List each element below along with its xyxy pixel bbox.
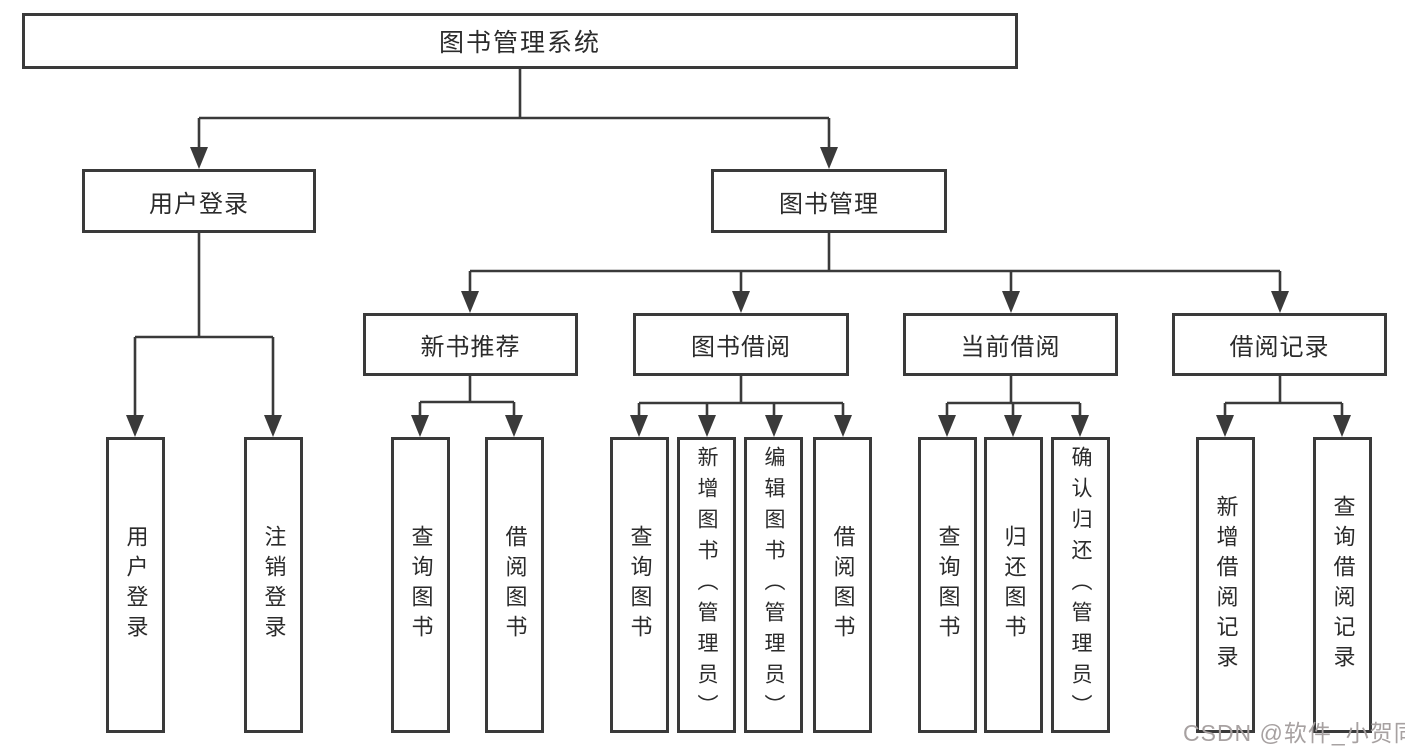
leaf-return-book: 归还图书 (984, 437, 1043, 733)
leaf-logout: 注销登录 (244, 437, 303, 733)
leaf-query-books-borrow: 查询图书 (610, 437, 669, 733)
leaf-borrow-books-borrow-label: 借阅图书 (830, 525, 856, 645)
arrowheads (126, 147, 1351, 437)
node-borrow-records: 借阅记录 (1172, 313, 1387, 376)
leaf-add-borrow-record-label: 新增借阅记录 (1213, 495, 1239, 675)
watermark: CSDN @软件_小贺同学 (1183, 720, 1405, 746)
leaf-borrow-books-borrow: 借阅图书 (813, 437, 872, 733)
leaf-user-login: 用户登录 (106, 437, 165, 733)
leaf-query-borrow-record-label: 查询借阅记录 (1330, 495, 1356, 675)
leaf-query-books-borrow-label: 查询图书 (627, 525, 653, 645)
leaf-edit-book-admin: 编辑图书（管理员） (744, 437, 803, 733)
node-current-borrow-label: 当前借阅 (960, 334, 1061, 361)
node-book-management: 图书管理 (711, 169, 947, 233)
leaf-add-borrow-record: 新增借阅记录 (1196, 437, 1255, 733)
node-book-borrow-label: 图书借阅 (691, 334, 791, 361)
node-new-book-recommend: 新书推荐 (363, 313, 578, 376)
leaf-borrow-books-recommend: 借阅图书 (485, 437, 544, 733)
leaf-confirm-return-admin-label: 确认归还（管理员） (1069, 445, 1092, 725)
node-root: 图书管理系统 (22, 13, 1018, 69)
node-user-login-label: 用户登录 (149, 190, 249, 218)
leaf-confirm-return-admin: 确认归还（管理员） (1051, 437, 1110, 733)
node-book-borrow: 图书借阅 (633, 313, 849, 376)
node-user-login: 用户登录 (82, 169, 316, 233)
node-book-management-label: 图书管理 (779, 190, 879, 218)
leaf-query-borrow-record: 查询借阅记录 (1313, 437, 1372, 733)
leaf-user-login-label: 用户登录 (123, 525, 149, 645)
leaf-query-books-current-label: 查询图书 (935, 525, 961, 645)
node-new-book-recommend-label: 新书推荐 (420, 334, 521, 361)
leaf-logout-label: 注销登录 (261, 525, 287, 645)
leaf-add-book-admin-label: 新增图书（管理员） (695, 445, 718, 725)
leaf-query-books-recommend-label: 查询图书 (408, 525, 434, 645)
leaf-query-books-current: 查询图书 (918, 437, 977, 733)
leaf-borrow-books-recommend-label: 借阅图书 (502, 525, 528, 645)
leaf-query-books-recommend: 查询图书 (391, 437, 450, 733)
node-current-borrow: 当前借阅 (903, 313, 1118, 376)
node-root-label: 图书管理系统 (438, 29, 601, 57)
node-borrow-records-label: 借阅记录 (1229, 334, 1330, 361)
leaf-edit-book-admin-label: 编辑图书（管理员） (762, 445, 785, 725)
leaf-add-book-admin: 新增图书（管理员） (677, 437, 736, 733)
leaf-return-book-label: 归还图书 (1001, 525, 1027, 645)
